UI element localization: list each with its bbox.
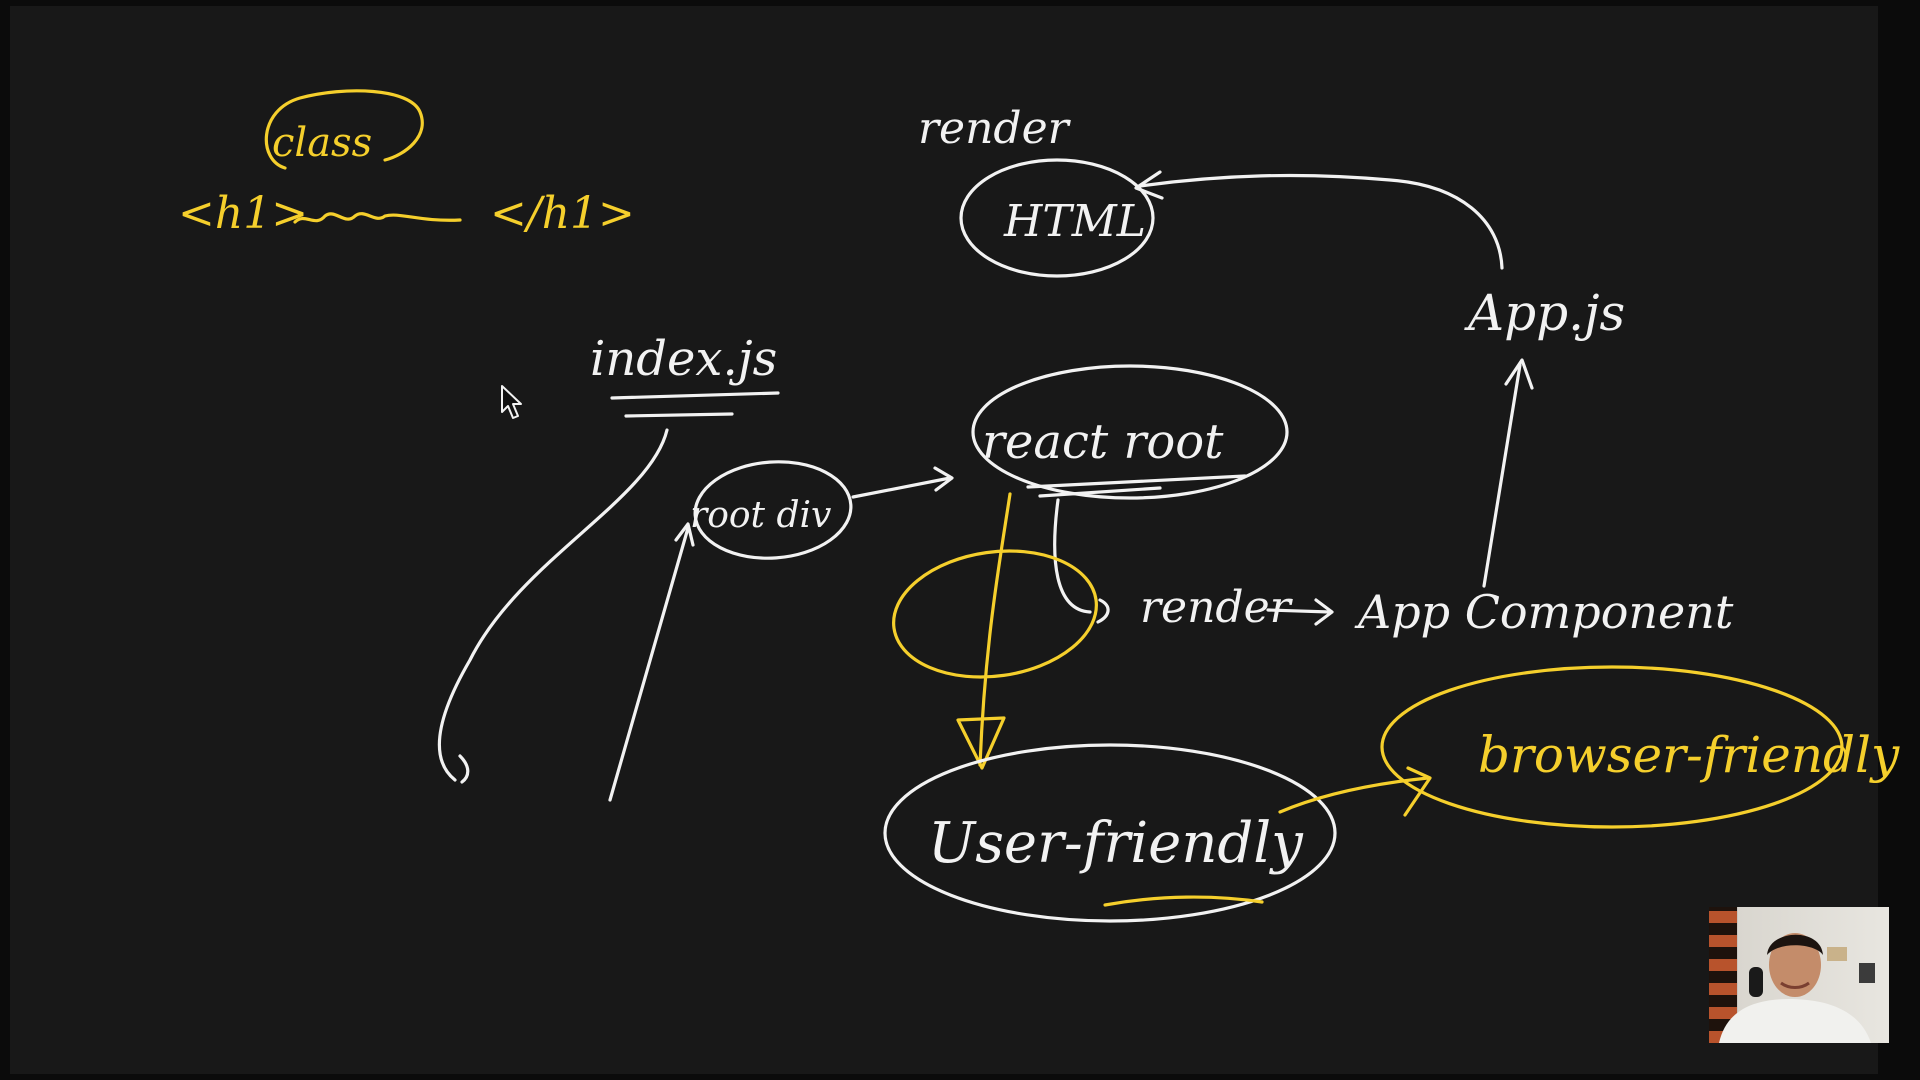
index-js-underline-1 bbox=[610, 391, 780, 400]
app-js-arrowhead bbox=[1504, 358, 1534, 390]
h1-content-squiggle bbox=[293, 212, 462, 224]
react-root-group: react root bbox=[971, 364, 1289, 624]
browser-friendly-ellipse bbox=[1380, 665, 1844, 829]
browser-friendly-group: browser-friendly bbox=[1278, 665, 1900, 829]
conversion-down-arrow bbox=[978, 492, 1012, 767]
html-label: HTML bbox=[1003, 196, 1146, 247]
browser-arrowhead bbox=[1403, 766, 1432, 817]
user-friendly-label: User-friendly bbox=[928, 811, 1304, 876]
app-component-label: App Component bbox=[1354, 585, 1734, 639]
render-label-top: render bbox=[918, 103, 1072, 154]
app-js-group: App.js bbox=[1134, 170, 1625, 342]
render-app-label: render bbox=[1140, 582, 1294, 633]
webcam-overlay bbox=[1709, 907, 1889, 1043]
render-to-app-arrow bbox=[1266, 608, 1332, 614]
index-html-arrow-tick bbox=[458, 754, 470, 784]
conversion-group bbox=[892, 492, 1098, 770]
react-root-label: react root bbox=[982, 414, 1224, 470]
react-root-ellipse bbox=[971, 364, 1289, 500]
h1-class-group: class <h1> </h1> bbox=[178, 89, 635, 239]
app-component-to-app-js-arrow bbox=[1482, 363, 1522, 588]
whiteboard-canvas[interactable] bbox=[10, 6, 1878, 1074]
root-div-label: root div bbox=[690, 495, 831, 536]
user-friendly-group: User-friendly bbox=[883, 743, 1337, 923]
index-html-to-root-div-arrow bbox=[608, 526, 690, 802]
class-ellipse bbox=[264, 89, 424, 170]
html-render-group: render HTML bbox=[918, 103, 1155, 278]
conversion-arrowhead bbox=[956, 716, 1006, 770]
conversion-ellipse bbox=[892, 549, 1098, 679]
user-friendly-underline bbox=[1103, 895, 1264, 907]
root-div-group: root div bbox=[608, 460, 954, 802]
index-js-label: index.js bbox=[590, 331, 777, 387]
react-root-underline bbox=[1026, 474, 1247, 498]
user-friendly-ellipse bbox=[883, 743, 1337, 923]
render-to-app-arrowhead bbox=[1314, 598, 1334, 626]
presenter-avatar bbox=[1719, 933, 1875, 1043]
render-tick bbox=[1096, 598, 1110, 624]
index-js-group: index.js bbox=[437, 331, 780, 784]
app-js-to-html-arrow bbox=[1138, 173, 1504, 270]
root-div-ellipse bbox=[693, 460, 853, 560]
react-root-to-render-curve bbox=[1053, 498, 1092, 614]
render-app-group: render App Component bbox=[1140, 358, 1734, 639]
html-arrowhead bbox=[1134, 170, 1164, 200]
h1-open-tag: <h1> bbox=[178, 188, 308, 239]
mouse-pointer-icon bbox=[501, 385, 522, 419]
index-js-to-index-html-curve bbox=[437, 428, 669, 782]
root-div-to-react-root-arrow bbox=[851, 476, 952, 499]
app-js-label: App.js bbox=[1464, 284, 1625, 342]
root-div-arrowhead bbox=[674, 522, 695, 547]
index-js-underline-2 bbox=[624, 412, 734, 418]
class-label: class bbox=[272, 120, 372, 166]
react-root-arrowhead bbox=[933, 466, 954, 492]
html-ellipse bbox=[959, 158, 1155, 278]
user-to-browser-arrow bbox=[1278, 776, 1430, 814]
browser-friendly-label: browser-friendly bbox=[1478, 726, 1900, 784]
h1-close-tag: </h1> bbox=[490, 188, 635, 239]
